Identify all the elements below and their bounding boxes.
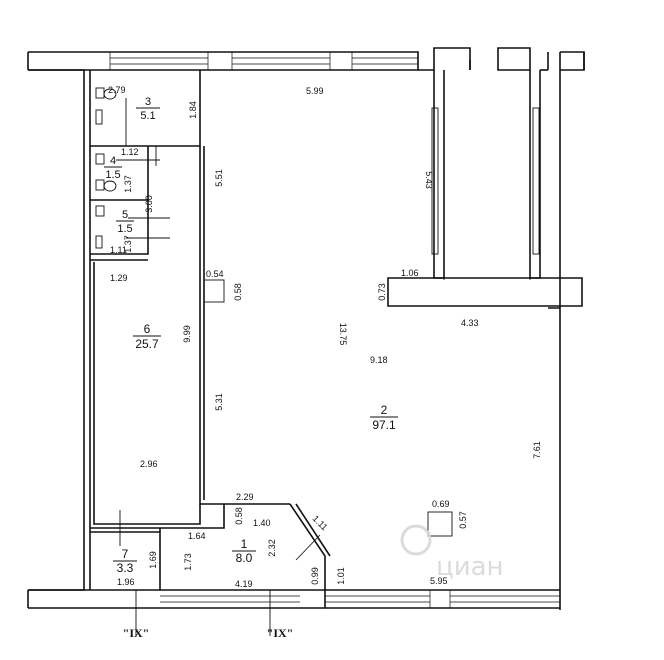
room-6: 6 25.7 — [133, 322, 161, 351]
dim-5-31: 5.31 — [214, 393, 224, 411]
plumbing — [95, 87, 170, 249]
room-number: 2 — [381, 403, 388, 417]
section-left-label: "IX" — [123, 626, 150, 640]
room-number: 7 — [122, 547, 129, 561]
dim-0-58-b: 0.58 — [234, 507, 244, 525]
room-1: 1 8.0 — [232, 537, 256, 565]
dim-5-51: 5.51 — [214, 169, 224, 187]
room-number: 6 — [144, 322, 151, 336]
room-7: 7 3.3 — [113, 547, 137, 575]
dim-1-64: 1.64 — [188, 531, 206, 541]
dim-1-84: 1.84 — [188, 101, 198, 119]
room-5: 5 1.5 — [116, 209, 134, 235]
dim-1-29: 1.29 — [110, 273, 128, 283]
dim-0-69: 0.69 — [432, 499, 450, 509]
dim-4-33: 4.33 — [461, 318, 479, 328]
dim-0-73: 0.73 — [377, 283, 387, 301]
dimension-lines — [119, 98, 271, 636]
exterior-walls — [27, 51, 585, 610]
dim-1-12: 1.12 — [121, 147, 139, 157]
room-labels: 3 5.1 4 1.5 5 1.5 6 25.7 2 97.1 1 8.0 — [104, 96, 398, 575]
dim-2-32: 2.32 — [267, 539, 277, 557]
watermark-logo-icon — [400, 524, 432, 556]
dim-5-43: 5.43 — [424, 171, 434, 189]
room-area: 8.0 — [236, 551, 253, 565]
room-area: 5.1 — [140, 110, 155, 122]
dim-1-37-b: 1.37 — [123, 235, 133, 253]
dim-13-75: 13.75 — [338, 323, 348, 346]
dim-0-54: 0.54 — [206, 269, 224, 279]
dim-9-99: 9.99 — [182, 325, 192, 343]
dim-1-40: 1.40 — [253, 518, 271, 528]
room-4: 4 1.5 — [104, 155, 122, 181]
dim-4-19: 4.19 — [235, 579, 253, 589]
windows-top — [109, 52, 419, 70]
windows-bottom — [160, 590, 560, 608]
dim-0-57: 0.57 — [458, 511, 468, 529]
room-number: 5 — [122, 209, 128, 221]
dim-2-96: 2.96 — [140, 459, 158, 469]
dim-5-95: 5.95 — [430, 576, 448, 586]
dimension-labels: 2.79 1.84 5.99 1.12 1.37 3.00 1.11 1.37 … — [108, 85, 542, 589]
room-number: 1 — [241, 537, 248, 551]
dim-0-99: 0.99 — [310, 567, 320, 585]
dim-3-00: 3.00 — [144, 195, 154, 213]
section-markers: "IX" "IX" — [123, 626, 294, 640]
dim-1-37-a: 1.37 — [123, 175, 133, 193]
section-right-label: "IX" — [267, 626, 294, 640]
dim-0-58-a: 0.58 — [233, 283, 243, 301]
dim-2-29: 2.29 — [236, 492, 254, 502]
watermark-text: циан — [436, 552, 504, 582]
watermark: циан — [400, 524, 504, 582]
dim-1-11: 1.11 — [110, 245, 127, 255]
room-area: 3.3 — [117, 561, 134, 575]
room-area: 97.1 — [372, 418, 396, 432]
dim-1-06: 1.06 — [401, 268, 419, 278]
room-3: 3 5.1 — [136, 96, 160, 122]
dim-1-73: 1.73 — [183, 553, 193, 571]
room-2: 2 97.1 — [370, 403, 398, 432]
dim-1-96: 1.96 — [117, 577, 135, 587]
dim-5-99: 5.99 — [306, 86, 324, 96]
dim-2-79: 2.79 — [108, 85, 126, 95]
room-number: 3 — [145, 96, 151, 108]
dim-9-18: 9.18 — [370, 355, 388, 365]
room-area: 25.7 — [135, 337, 159, 351]
room-area: 1.5 — [117, 223, 132, 235]
room-number: 4 — [110, 155, 116, 167]
dim-1-01: 1.01 — [336, 567, 346, 585]
room-area: 1.5 — [105, 169, 120, 181]
dim-1-69: 1.69 — [148, 551, 158, 569]
dim-7-61: 7.61 — [532, 441, 542, 459]
